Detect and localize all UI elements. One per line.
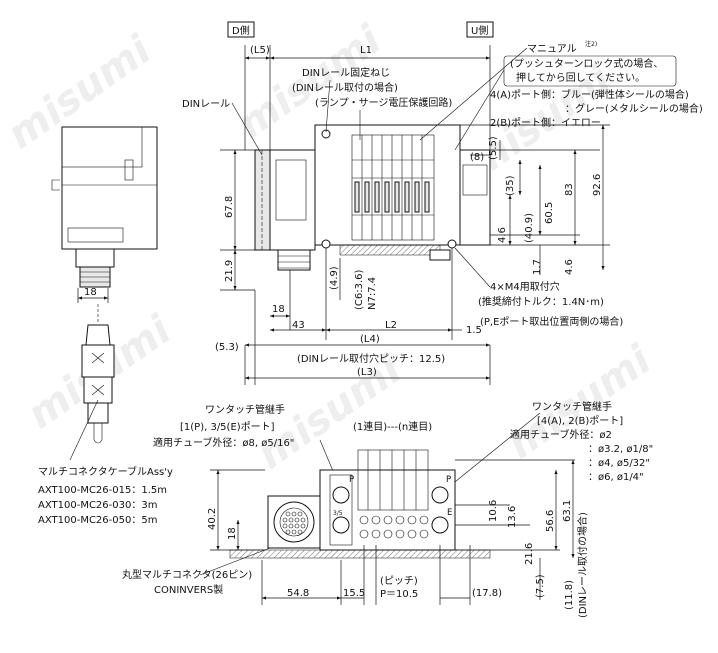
dim-4-9: (4.9) (329, 266, 340, 290)
dim-18-bottom: 18 (227, 527, 238, 540)
din-screw-label: DINレール固定ねじ (302, 66, 390, 79)
connector-pins (282, 511, 306, 535)
fitting-right-tube: 適用チューブ外径：ø2 (510, 428, 612, 441)
mount-hole-label: 4×M4用取付穴 (490, 280, 560, 293)
dim-7-5: (7.5) (535, 574, 546, 598)
dim-4-6a: 4.6 (497, 227, 508, 243)
dim-15-5: 15.5 (343, 588, 365, 599)
dim-56-6: 56.6 (545, 510, 556, 532)
manual-note-1: (プッシュターンロック式の場合、 (510, 57, 663, 70)
side-label-d: D側 (227, 21, 255, 38)
cable-title: マルチコネクタケーブルAss'y (38, 465, 173, 478)
dim-21-9: 21.9 (224, 260, 235, 282)
dim-c6: (C6:3.6) (354, 269, 365, 310)
pitch-value: P＝10.5 (380, 589, 418, 600)
tube-size-1: ：ø3.2, ø1/8" (588, 444, 653, 455)
dim-83: 83 (564, 183, 575, 196)
tube-size-3: ：ø6, ø1/4" (588, 472, 644, 483)
side-label-u: U側 (466, 21, 494, 38)
fitting-left-title: ワンタッチ管継手 (205, 403, 285, 416)
connector-maker: CONINVERS製 (154, 583, 223, 596)
port-p-right: P (446, 475, 451, 485)
port4-blue-label: 4(A)ポート側：ブルー(弾性体シールの場合) (490, 88, 689, 101)
cable-model-3: AXT100-MC26-050：5m (38, 515, 157, 526)
din-rail-label: DINレール (182, 99, 230, 110)
port-35-left: 3/5 (333, 510, 343, 517)
svg-text:D側: D側 (232, 24, 250, 37)
dim-10-6: 10.6 (488, 500, 499, 522)
port-p-left: P (349, 475, 354, 485)
fitting-right-ports: [4(A), 2(B)ポート] (537, 415, 623, 427)
dim-l2: L2 (385, 320, 397, 331)
connector-title: 丸型マルチコネクタ(26ピン) (122, 568, 252, 581)
front-view (254, 124, 491, 271)
fitting-left-tube: 適用チューブ外径：ø8, ø5/16" (153, 436, 294, 449)
dim-21-6: 21.6 (524, 543, 535, 565)
manual-note-2: 押してから回してください。 (516, 71, 645, 84)
dim-40-9: (40.9) (524, 213, 535, 243)
station-fittings (357, 449, 429, 539)
dim-5-3: (5.3) (215, 342, 239, 353)
din-screw-note: (DINレール取付の場合) (292, 81, 398, 94)
connector-labels: 丸型マルチコネクタ(26ピン) CONINVERS製 (122, 547, 271, 596)
pitch-label: (ピッチ) (380, 575, 418, 587)
dim-5-5: (5.5) (488, 136, 499, 160)
dim-92-6: 92.6 (592, 174, 603, 196)
cable-assembly-labels: マルチコネクタケーブルAss'y AXT100-MC26-015：1.5m AX… (38, 465, 173, 526)
dim-l3: (L3) (357, 367, 377, 378)
manual-note-ref: 注2) (585, 40, 597, 48)
dim-8: (8) (470, 152, 484, 163)
dim-n7: N7:7.4 (367, 277, 378, 310)
dim-63-1: 63.1 (562, 500, 573, 522)
port4-gray-label: ：グレー(メタルシールの場合) (565, 102, 703, 115)
dim-l5: (L5) (250, 45, 270, 56)
dim-67-8: 67.8 (224, 196, 235, 218)
port-e-right: E (447, 508, 452, 518)
tube-size-2: ：ø4, ø5/32" (588, 458, 650, 469)
din-mount-note: (DINレール取付の場合) (576, 512, 589, 618)
dim-35: (35) (505, 175, 516, 196)
torque-label: (推奨締付トルク：1.4N･m) (478, 295, 604, 308)
cable-model-1: AXT100-MC26-015：1.5m (38, 485, 167, 496)
valve-stations (351, 134, 435, 241)
dim-13-6: 13.6 (507, 506, 518, 528)
dim-4-6b: 4.6 (564, 259, 575, 275)
dim-54-8: 54.8 (287, 588, 309, 599)
bottom-view: ワンタッチ管継手 [1(P), 3/5(E)ポート] 適用チューブ外径：ø8, … (153, 400, 653, 618)
dim-11-8: (11.8) (564, 580, 575, 610)
dim-1-7: 1.7 (532, 259, 543, 275)
dim-43: 43 (292, 320, 305, 331)
dim-18-front: 18 (272, 304, 285, 315)
dim-17-8: (17.8) (472, 588, 502, 599)
manual-label: マニュアル (527, 44, 577, 55)
fitting-right-title: ワンタッチ管継手 (532, 400, 612, 413)
dim-l4: (L4) (360, 334, 380, 345)
lamp-surge-label: (ランプ・サージ電圧保護回路) (315, 96, 452, 109)
dim-left-18: 18 (84, 287, 97, 298)
dim-60-5: 60.5 (544, 202, 555, 224)
fitting-left-ports: [1(P), 3/5(E)ポート] (180, 421, 275, 433)
dim-40-2: 40.2 (207, 508, 218, 530)
cable-model-2: AXT100-MC26-030：3m (38, 500, 157, 511)
port2-yellow-label: 2(B)ポート側：イエロー (490, 116, 601, 129)
pitch-note: (DINレール取付穴ピッチ：12.5) (297, 352, 445, 365)
dim-1-5: 1.5 (466, 325, 482, 336)
station-range: (1連目)---(n連目) (353, 420, 432, 433)
left-side-view: 18 (51, 126, 158, 461)
dim-l1: L1 (360, 45, 372, 56)
svg-text:U側: U側 (471, 24, 488, 37)
pe-note-label: (P,Eポート取出位置両側の場合) (480, 315, 623, 328)
front-view-dimensions: (L5) L1 DINレール固定ねじ (DINレール取付の場合) (ランプ・サー… (182, 40, 703, 385)
